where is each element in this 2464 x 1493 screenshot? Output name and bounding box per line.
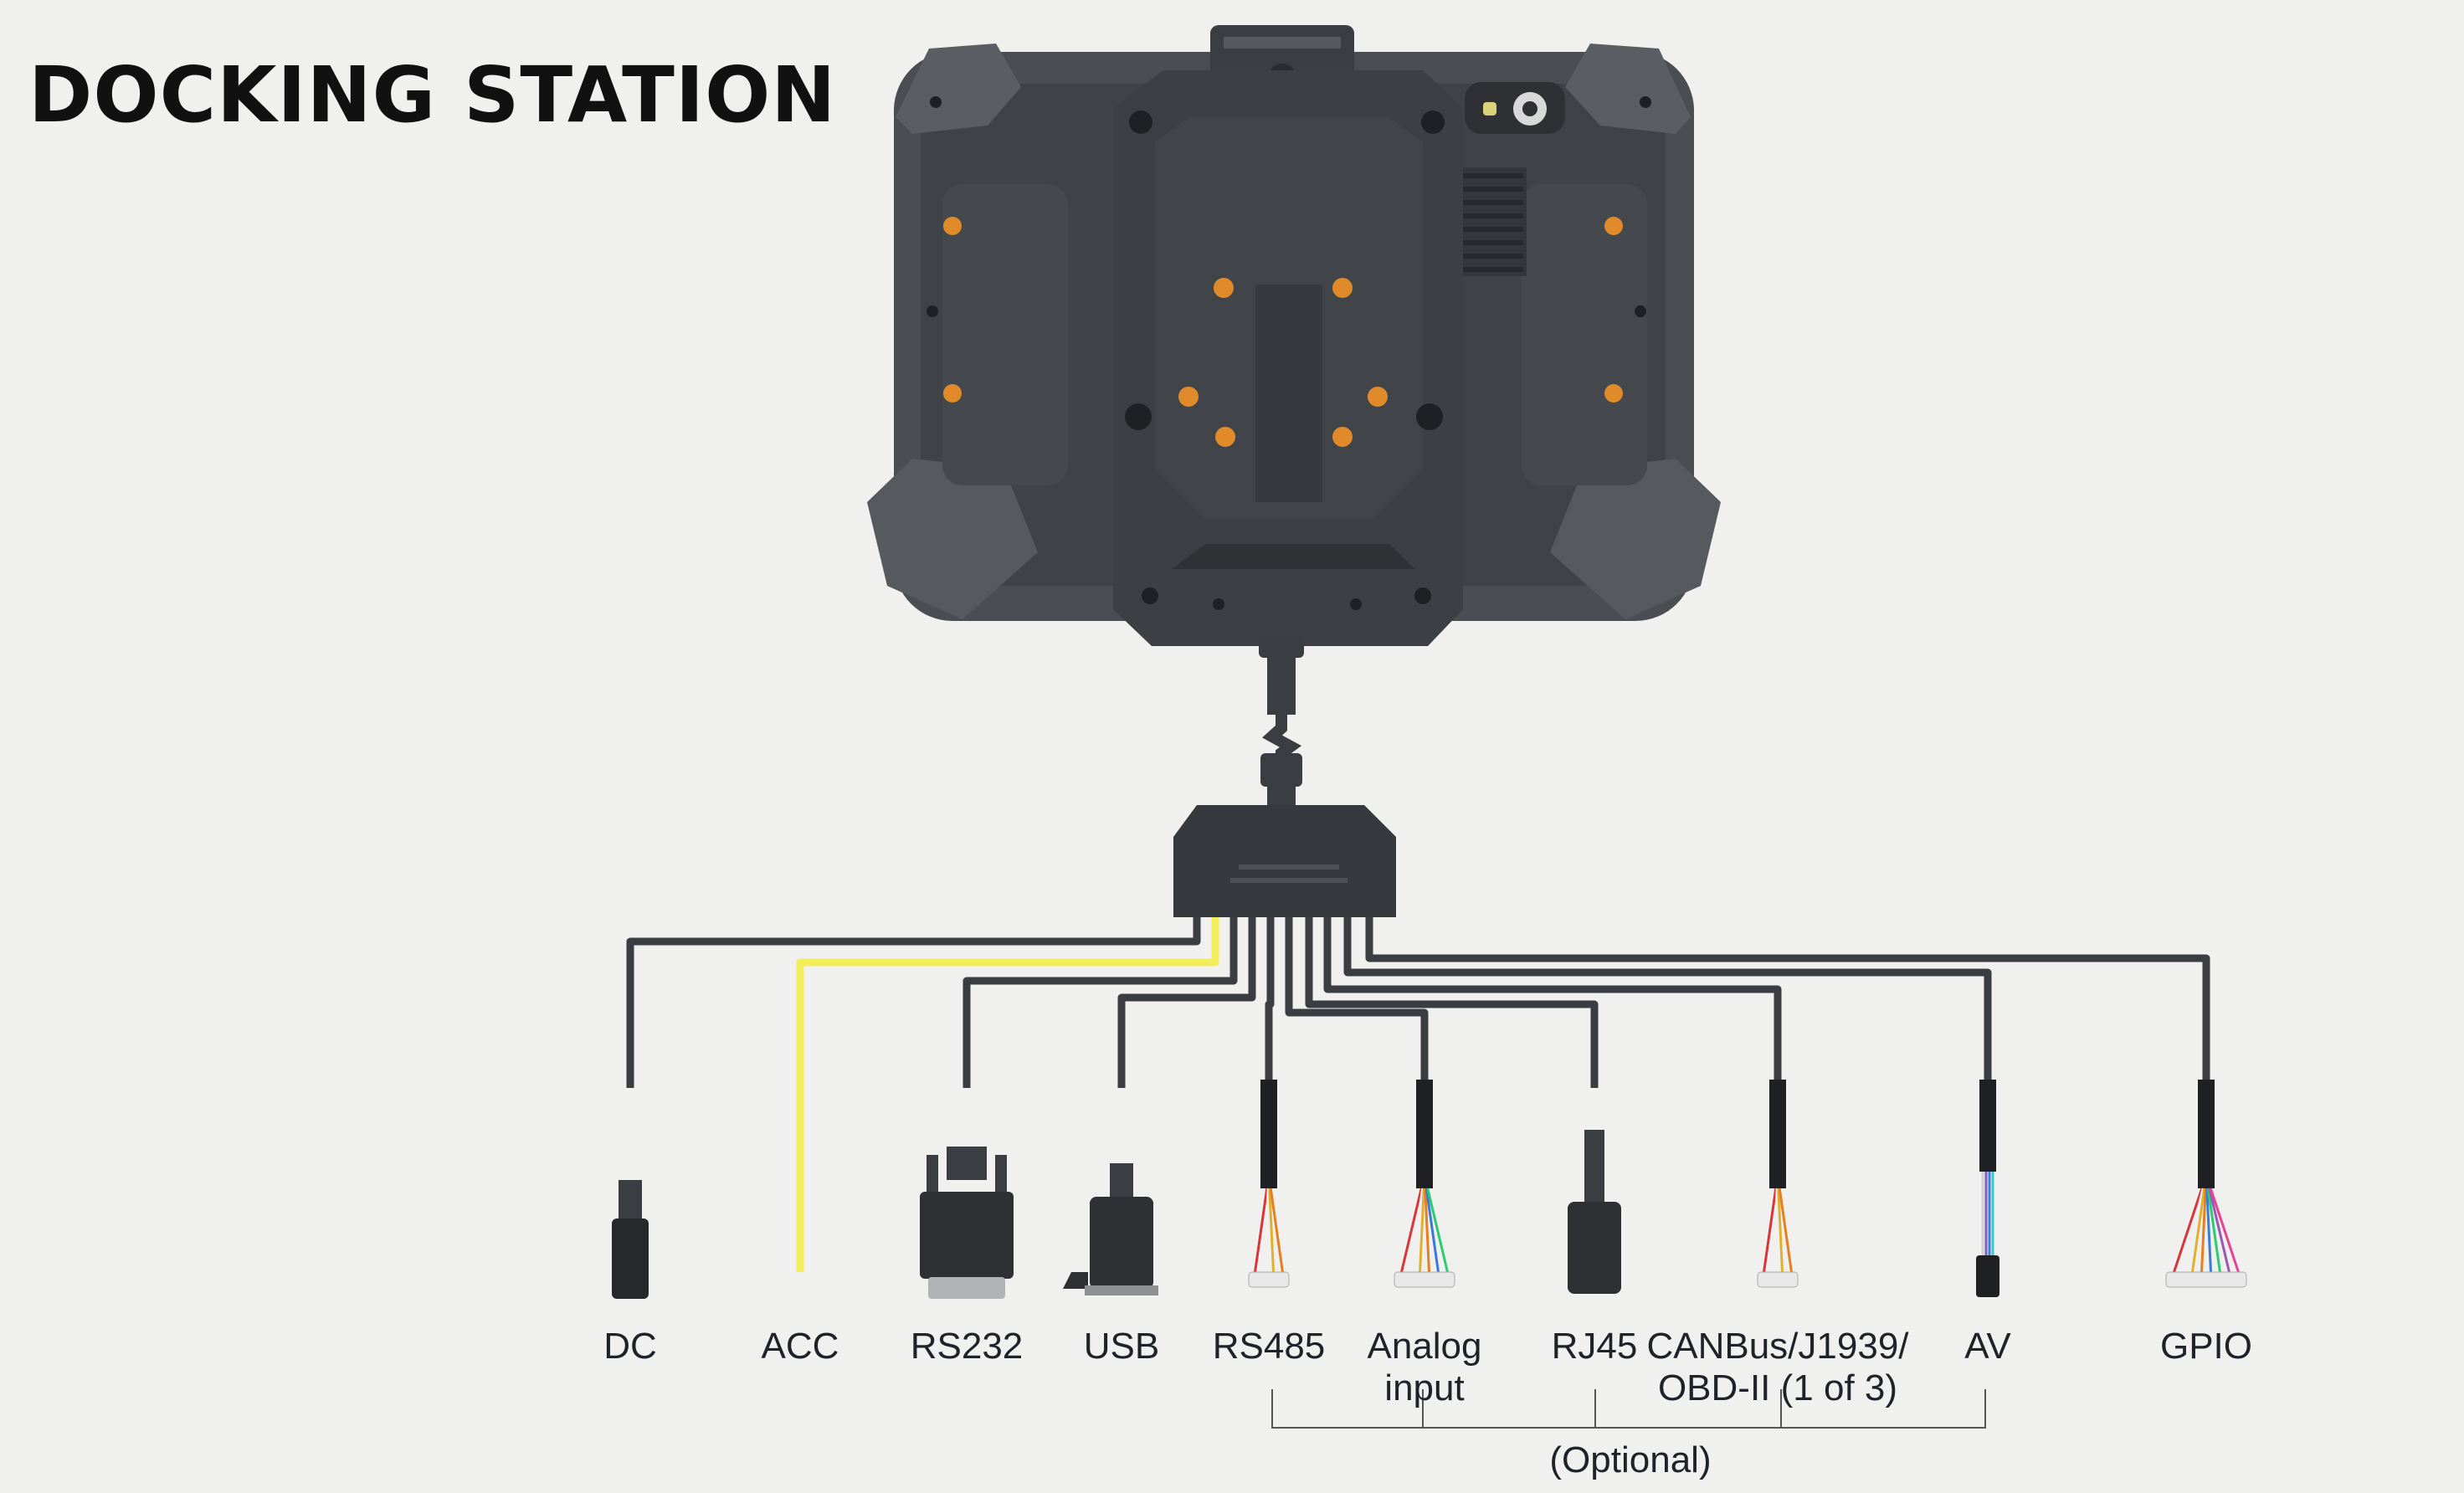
rs232-wire (963, 917, 1238, 1088)
port-label-rs232: RS232 (911, 1326, 1024, 1367)
tablet-back-illustration (867, 25, 1721, 646)
rj45-wire (1305, 917, 1599, 1088)
port-label-canbus: CANBus/J1939/OBD-II (1 of 3) (1646, 1326, 1908, 1409)
wire-harness (626, 917, 2210, 1272)
canbus-wire (1323, 917, 1782, 1088)
port-label-line: RS232 (910, 1326, 1024, 1367)
port-label-line: USB (1083, 1326, 1160, 1367)
rs485-wire (1265, 917, 1275, 1088)
gpio-terminal-plug (2165, 1080, 2247, 1288)
port-label-line: CANBus/J1939/ (1646, 1326, 1909, 1367)
port-label-gpio: GPIO (2160, 1326, 2252, 1367)
rs232-db9-connector (920, 1147, 1014, 1299)
canbus-terminal-plug (1757, 1080, 1799, 1288)
av-wire (1343, 917, 1992, 1088)
usb-usb-a-connector (1063, 1163, 1158, 1295)
port-label-line: RS485 (1212, 1326, 1326, 1367)
optional-bracket (1271, 1389, 1986, 1429)
gpio-wire (1365, 917, 2210, 1088)
port-label-line: GPIO (2159, 1326, 2253, 1367)
port-label-line: DC (603, 1326, 657, 1367)
port-label-usb: USB (1084, 1326, 1159, 1367)
port-label-dc: DC (603, 1326, 657, 1367)
port-label-line: OBD-II (1 of 3) (1657, 1367, 1898, 1408)
port-label-acc: ACC (762, 1326, 839, 1367)
av-av-plug (1976, 1080, 1999, 1297)
dc-wire (626, 917, 1201, 1088)
port-label-rs485: RS485 (1213, 1326, 1326, 1367)
main-cable (1259, 636, 1304, 808)
usb-wire (1117, 917, 1256, 1088)
rj45-rj45-connector (1568, 1130, 1621, 1294)
port-label-line: input (1384, 1367, 1465, 1408)
page-title: DOCKING STATION (28, 50, 837, 140)
connector-set (612, 1080, 2247, 1299)
optional-label: (Optional) (1549, 1439, 1712, 1480)
analog-input-wire (1285, 917, 1429, 1088)
port-label-line: RJ45 (1551, 1326, 1638, 1367)
analog-input-terminal-plug (1394, 1080, 1455, 1288)
port-label-line: AV (1964, 1326, 2011, 1367)
acc-wire (796, 917, 1219, 1272)
port-label-av: AV (1964, 1326, 2010, 1367)
breakout-hub (1173, 805, 1396, 917)
rs485-terminal-plug (1248, 1080, 1290, 1288)
port-label-line: Analog (1367, 1326, 1482, 1367)
port-label-line: ACC (761, 1326, 839, 1367)
port-label-rj45: RJ45 (1552, 1326, 1638, 1367)
dc-dc-plug (612, 1180, 649, 1299)
